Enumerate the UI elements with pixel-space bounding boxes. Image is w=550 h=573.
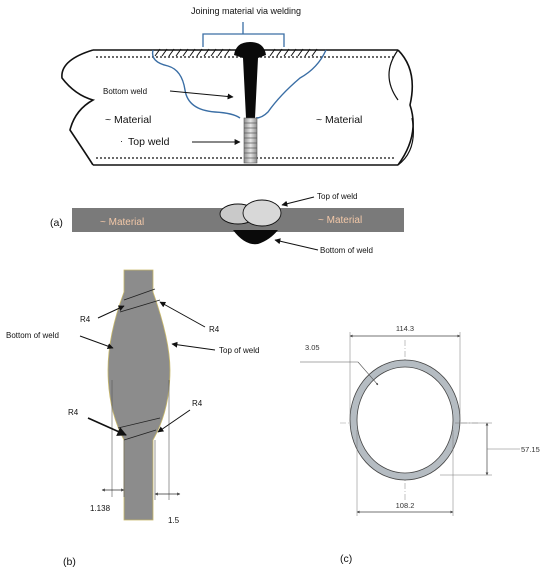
dim-left-value: 1.138 [90, 504, 111, 513]
panel-c: 114.3 3.05 57.15 108.2 (c) [300, 324, 540, 565]
top-weld-label: Top weld [128, 136, 170, 148]
dim-top-value: 114.3 [396, 324, 414, 333]
top-of-weld-shape [242, 199, 282, 227]
haz-outline-left [151, 49, 241, 119]
weld-cap [243, 117, 258, 164]
weld-section-profile [107, 269, 171, 521]
dim-right-value: 1.5 [168, 516, 180, 525]
haz-outline-right [255, 49, 327, 119]
material-right-label: ~ Material [316, 114, 362, 126]
strip-material-left: ~ Material [100, 217, 144, 228]
panel-a-strip: (a) ~ Material ~ Material Top of weld Bo… [50, 192, 404, 255]
dim-right-value-c: 57.15 [521, 445, 540, 454]
weld-hatch [154, 48, 318, 57]
bottom-of-weld-label-b: Bottom of weld [6, 331, 59, 340]
weld-bead-black [234, 42, 266, 118]
panel-a: Joining material via welding [61, 6, 414, 166]
panel-b-letter: (b) [63, 556, 76, 568]
r4-top-left-label: R4 [80, 315, 91, 324]
pipe-right-end [397, 49, 414, 166]
dim-bottom-value: 108.2 [396, 501, 415, 510]
strip-material-right: ~ Material [318, 215, 362, 226]
panel-a-letter: (a) [50, 217, 63, 229]
bottom-of-weld-label: Bottom of weld [320, 246, 373, 255]
panel-b: 1.138 1.5 R4 R4 Bottom of weld Top of we… [6, 269, 259, 568]
r4-top-right-label: R4 [209, 325, 220, 334]
pipe-left-end [61, 49, 96, 166]
material-left-label: ~ Material [105, 114, 151, 126]
top-of-weld-label-b: Top of weld [219, 346, 259, 355]
svg-text:·: · [120, 136, 123, 146]
bottom-weld-label: Bottom weld [103, 87, 147, 96]
dim-thickness-value: 3.05 [305, 343, 320, 352]
joining-label: Joining material via welding [191, 6, 301, 16]
bottom-weld-arrow [169, 90, 234, 100]
pipe-section-inner [356, 366, 454, 474]
panel-c-letter: (c) [340, 553, 352, 565]
r4-bottom-right-label: R4 [192, 399, 203, 408]
top-of-weld-label: Top of weld [317, 192, 357, 201]
r4-bottom-left-label: R4 [68, 408, 79, 417]
bottom-of-weld-shape [233, 230, 278, 245]
weld-bracket [202, 22, 285, 47]
